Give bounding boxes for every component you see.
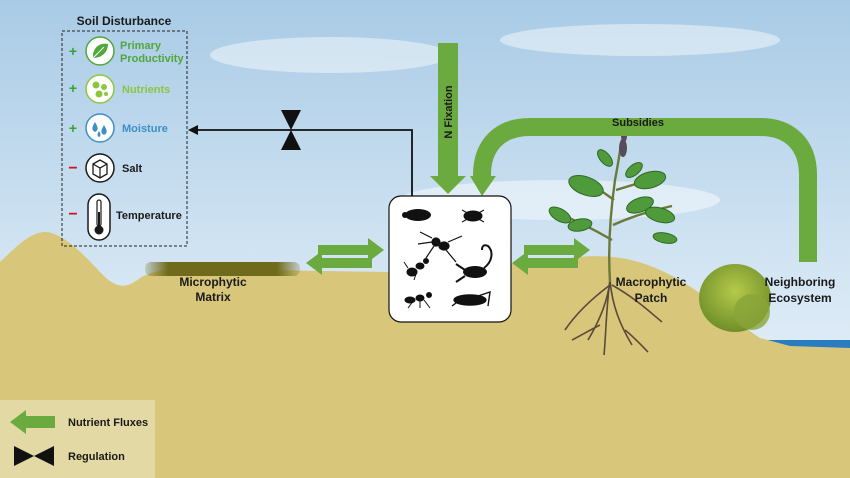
plus-sign: +	[69, 43, 77, 59]
water-drops-icon	[85, 113, 115, 143]
neighboring-label-2: Ecosystem	[768, 291, 831, 305]
disturbance-item-nutrients: + Nutrients	[69, 74, 170, 104]
subsidies-label: Subsidies	[612, 117, 664, 129]
moisture-label: Moisture	[122, 123, 168, 135]
soil-ground	[0, 232, 850, 478]
legend-nutrient-fluxes-swatch	[10, 410, 55, 434]
neighboring-bush	[699, 264, 771, 332]
plus-sign: +	[69, 80, 77, 96]
salt-label: Salt	[122, 163, 143, 175]
nutrients-icon	[85, 74, 115, 104]
ant-icon	[404, 292, 432, 309]
flux-arrows-macrophytic	[512, 238, 590, 275]
minus-sign: −	[68, 206, 77, 223]
ground-beetle-icon	[461, 209, 485, 223]
primary-productivity-label-1: Primary	[120, 40, 162, 52]
macrophytic-label-1: Macrophytic	[616, 275, 687, 289]
legend: Nutrient Fluxes Regulation	[0, 400, 155, 478]
microphytic-crust	[145, 262, 300, 276]
legend-regulation-label: Regulation	[68, 451, 125, 463]
leaf-icon	[85, 36, 115, 66]
minus-sign: −	[68, 160, 77, 177]
nutrients-label: Nutrients	[122, 84, 170, 96]
primary-productivity-label-2: Productivity	[120, 53, 184, 65]
beetle-icon	[402, 209, 431, 221]
macrophytic-label-2: Patch	[635, 291, 668, 305]
n-fixation-arrow	[430, 43, 466, 194]
regulation-connector	[188, 110, 413, 198]
macrophytic-plant	[548, 130, 678, 356]
soil-disturbance-box	[61, 30, 188, 247]
spider-icon	[417, 231, 463, 263]
disturbance-item-salt: − Salt	[68, 153, 143, 183]
disturbance-item-moisture: + Moisture	[69, 113, 168, 143]
soil-disturbance-title: Soil Disturbance	[77, 14, 172, 28]
salt-cube-icon	[85, 153, 115, 183]
disturbance-item-temperature: − Temperature	[68, 193, 182, 241]
microphytic-label-2: Matrix	[195, 290, 231, 304]
flux-arrows-microphytic	[306, 238, 384, 275]
microphytic-label-1: Microphytic	[179, 275, 247, 289]
plus-sign: +	[69, 120, 77, 136]
thermometer-icon	[87, 193, 111, 241]
legend-regulation-swatch	[14, 446, 54, 466]
subsidies-arrow	[470, 118, 817, 262]
legend-nutrient-fluxes-label: Nutrient Fluxes	[68, 417, 148, 429]
ant-icon	[403, 258, 429, 281]
fauna-box	[388, 195, 512, 323]
grasshopper-icon	[451, 290, 491, 307]
scorpion-icon	[455, 244, 493, 283]
temperature-label: Temperature	[116, 210, 182, 222]
n-fixation-label: N Fixation	[443, 85, 455, 138]
neighboring-label-1: Neighboring	[765, 275, 836, 289]
disturbance-item-primary-productivity: + Primary Productivity	[69, 36, 184, 66]
